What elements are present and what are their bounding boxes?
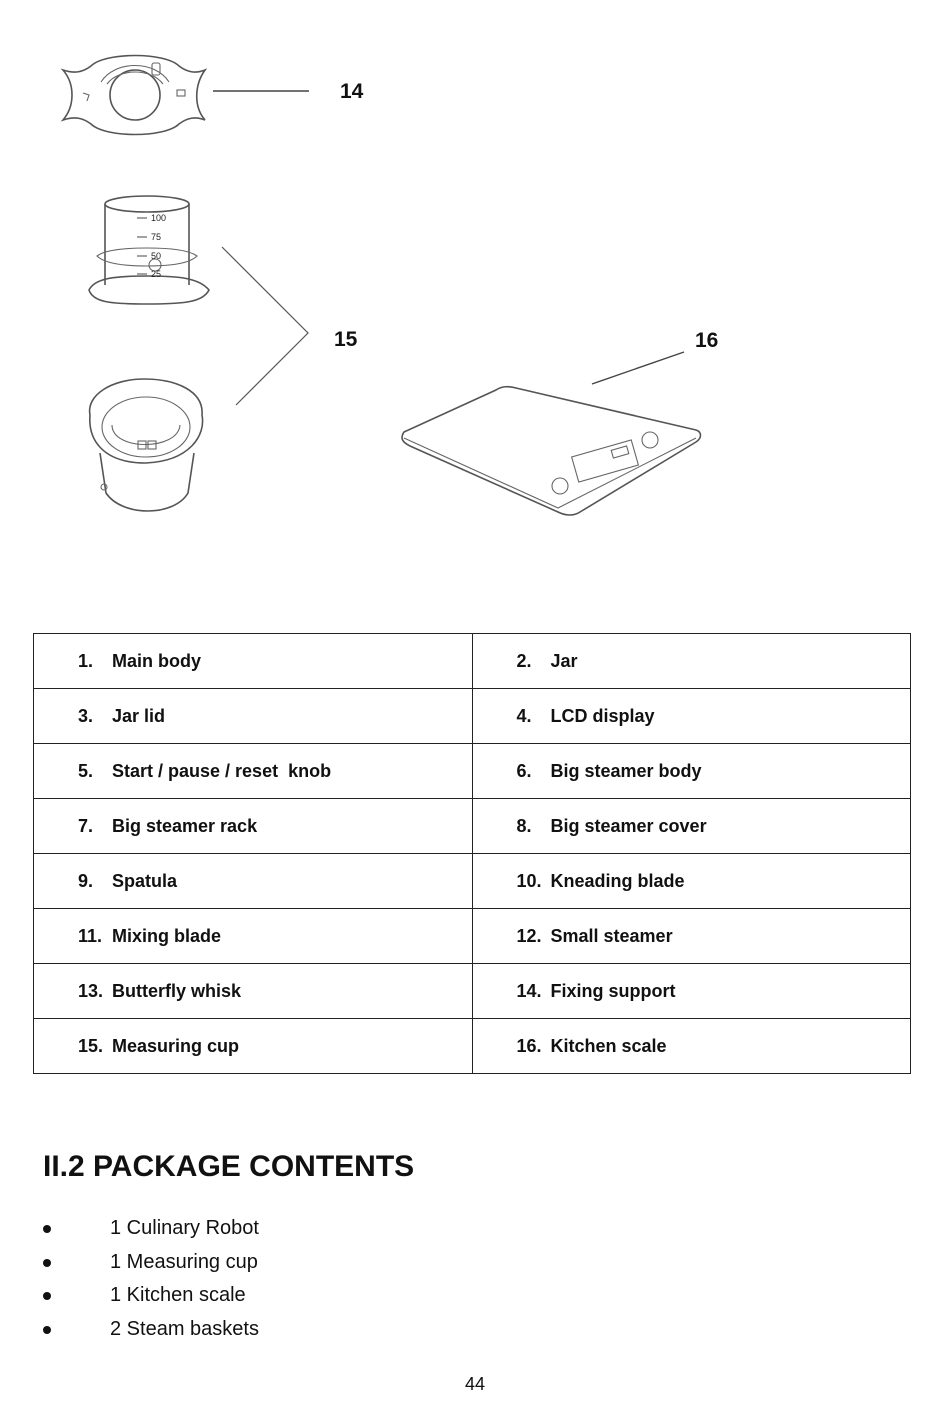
bullet-icon: [43, 1225, 51, 1233]
callout-14: 14: [340, 80, 364, 103]
cup-mark-100: 100: [151, 213, 166, 223]
kitchen-scale-illustration: [401, 385, 702, 516]
table-row: 3.Jar lid 4.LCD display: [33, 688, 911, 744]
cup-mark-25: 25: [151, 269, 161, 279]
callout-16: 16: [695, 329, 719, 352]
list-item: 2 Steam baskets: [43, 1313, 259, 1347]
table-cell: 15.Measuring cup: [33, 1018, 473, 1074]
table-row: 7.Big steamer rack 8.Big steamer cover: [33, 798, 911, 854]
table-row: 11.Mixing blade 12.Small steamer: [33, 908, 911, 964]
table-cell: 14.Fixing support: [471, 963, 911, 1019]
table-cell: 8.Big steamer cover: [471, 798, 911, 854]
table-row: 15.Measuring cup 16.Kitchen scale: [33, 1018, 911, 1074]
fixing-support-illustration: [60, 54, 208, 136]
callout-15: 15: [334, 328, 358, 351]
measuring-cup-illustration: 100 75 50 25: [88, 195, 210, 305]
cup-mark-50: 50: [151, 251, 161, 261]
bullet-icon: [43, 1258, 51, 1267]
table-cell: 7.Big steamer rack: [33, 798, 473, 854]
parts-table: 1.Main body 2.Jar 3.Jar lid 4.LCD displa…: [33, 633, 911, 1074]
list-item: 1 Measuring cup: [43, 1246, 259, 1280]
table-cell: 5.Start / pause / reset knob: [33, 743, 473, 799]
section-heading: II.2 PACKAGE CONTENTS: [43, 1150, 415, 1183]
list-item: 1 Kitchen scale: [43, 1279, 259, 1313]
table-cell: 11.Mixing blade: [33, 908, 473, 964]
page-number: 44: [464, 1374, 486, 1394]
list-item: 1 Culinary Robot: [43, 1212, 259, 1246]
table-cell: 10.Kneading blade: [471, 853, 911, 909]
table-row: 9.Spatula 10.Kneading blade: [33, 853, 911, 909]
table-cell: 13.Butterfly whisk: [33, 963, 473, 1019]
table-cell: 1.Main body: [33, 633, 473, 689]
table-row: 13.Butterfly whisk 14.Fixing support: [33, 963, 911, 1019]
table-cell: 4.LCD display: [471, 688, 911, 744]
cup-mark-75: 75: [151, 232, 161, 242]
table-cell: 9.Spatula: [33, 853, 473, 909]
measuring-cup-bottom-illustration: [88, 378, 204, 512]
table-cell: 16.Kitchen scale: [471, 1018, 911, 1074]
table-row: 5.Start / pause / reset knob 6.Big steam…: [33, 743, 911, 799]
table-cell: 3.Jar lid: [33, 688, 473, 744]
callout-line-14: [213, 90, 309, 92]
bullet-icon: [43, 1292, 51, 1300]
table-row: 1.Main body 2.Jar: [33, 633, 911, 689]
table-cell: 6.Big steamer body: [471, 743, 911, 799]
callout-lines-15: [221, 246, 309, 406]
table-cell: 2.Jar: [471, 633, 911, 689]
bullet-icon: [43, 1325, 51, 1334]
table-cell: 12.Small steamer: [471, 908, 911, 964]
package-contents-list: 1 Culinary Robot 1 Measuring cup 1 Kitch…: [43, 1212, 259, 1346]
callout-line-16: [591, 351, 685, 385]
